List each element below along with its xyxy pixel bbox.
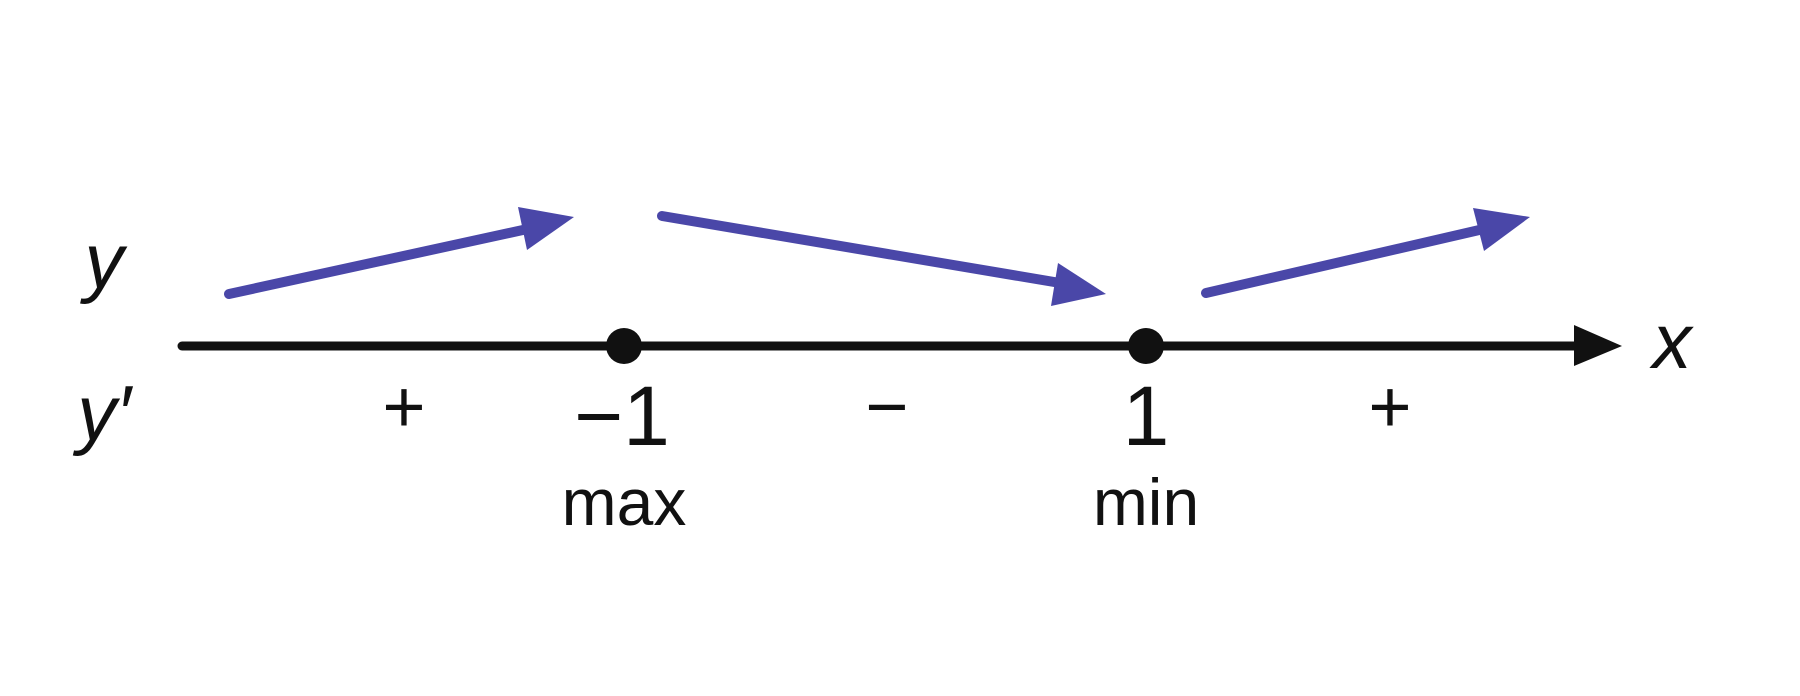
decreasing-arrow xyxy=(657,211,1106,306)
sign-label: + xyxy=(382,365,425,448)
critical-point-dot xyxy=(1128,328,1164,364)
critical-point-value: −1 xyxy=(574,369,670,463)
trend-arrows xyxy=(224,207,1530,306)
increasing-arrow xyxy=(224,207,574,299)
increasing-arrow xyxy=(1201,208,1530,298)
critical-point-dot xyxy=(606,328,642,364)
sign-label: − xyxy=(865,365,908,448)
y-prime-row-label: y′ xyxy=(72,369,133,457)
x-axis-arrowhead xyxy=(1574,325,1622,366)
sign-label: + xyxy=(1368,365,1411,448)
critical-point-value: 1 xyxy=(1123,369,1170,463)
number-line xyxy=(177,325,1622,366)
x-axis-label: x xyxy=(1649,297,1695,385)
y-row-label: y xyxy=(80,217,128,305)
extremum-label: min xyxy=(1093,465,1199,539)
extremum-label: max xyxy=(562,465,687,539)
